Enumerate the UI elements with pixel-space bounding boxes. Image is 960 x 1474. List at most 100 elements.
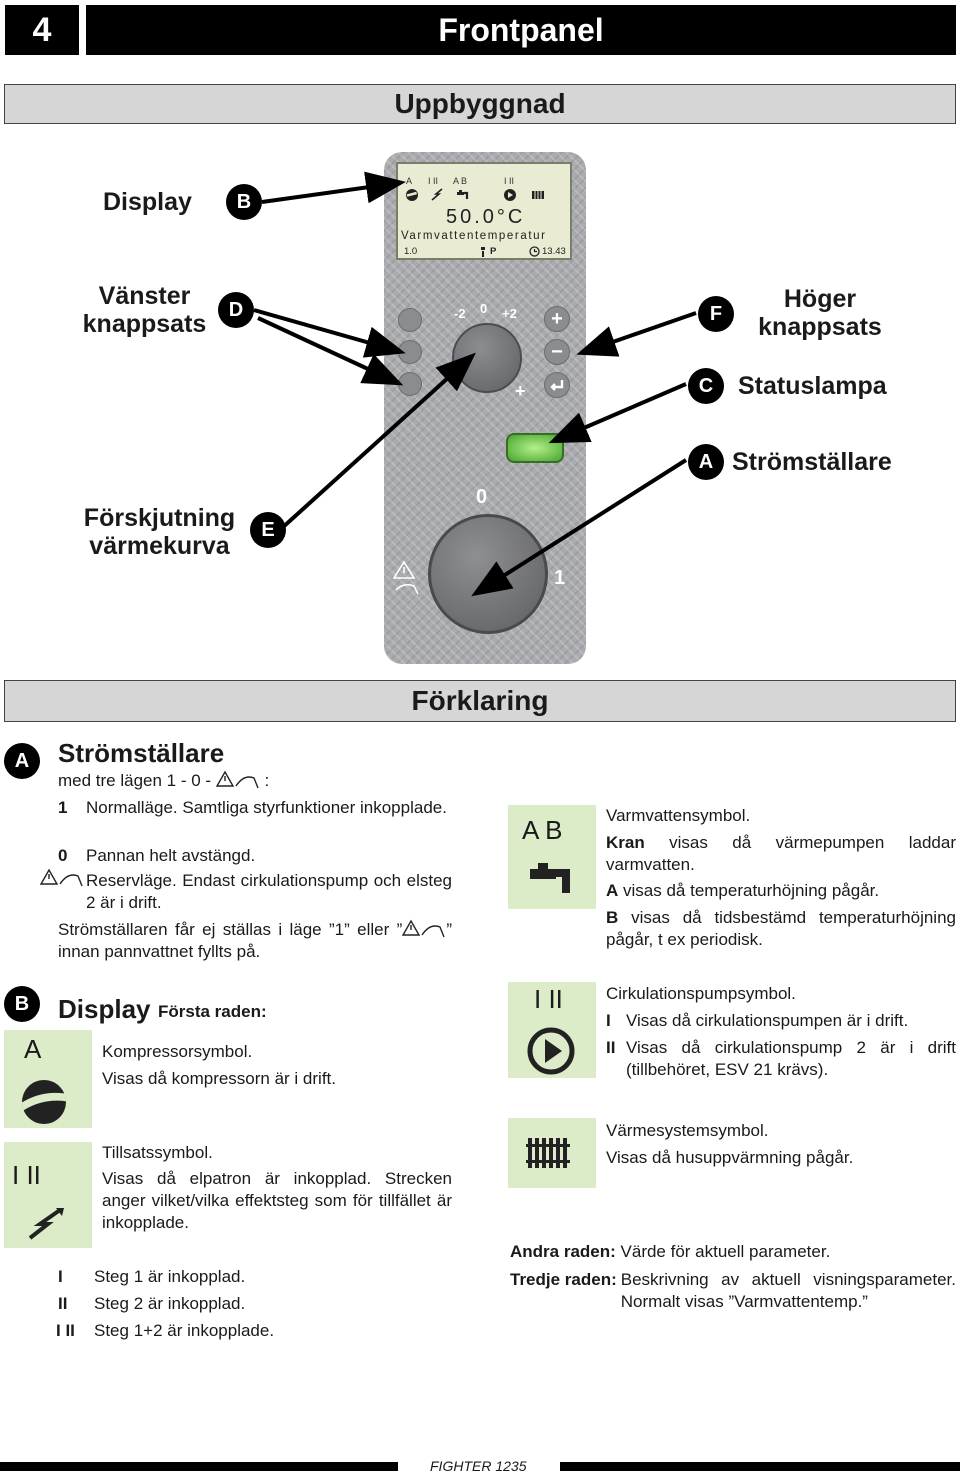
pump-icon	[504, 189, 516, 201]
hot-water-a: A visas då temperaturhöjning pågår.	[606, 881, 880, 900]
display-subtitle: Första raden:	[158, 1002, 267, 1021]
minus-button[interactable]: −	[544, 339, 570, 365]
small-knob-plus-label: +2	[502, 306, 517, 321]
addition-icon	[431, 188, 443, 201]
tap-icon	[457, 190, 469, 199]
chapter-title: Frontpanel	[86, 5, 956, 55]
switch-subtitle: med tre lägen 1 - 0 - :	[58, 770, 270, 790]
hot-water-symbol-label: A B	[522, 815, 563, 845]
hot-water-kran: Kran visas då värmepumpen laddar varmvat…	[606, 833, 956, 874]
lcd-label-a: A	[406, 176, 413, 186]
big-knob-zero-label: 0	[476, 486, 488, 508]
circulation-ii-key: II	[606, 1038, 616, 1057]
circulation-symbol-box: I II	[508, 982, 596, 1078]
section-title-build: Uppbyggnad	[4, 84, 956, 124]
step-text: Steg 1 är inkopplad.	[94, 1267, 246, 1286]
lcd-time: 13.43	[542, 246, 566, 257]
display-label: Display	[103, 188, 192, 216]
display-heading: Display	[58, 994, 151, 1024]
reserve-symbol-icon	[40, 868, 83, 887]
switch-item-text: Reservläge. Endast cirkulationspump och …	[86, 871, 452, 912]
circulation-i-text: Visas då cirkulationspumpen är i drift.	[626, 1011, 909, 1030]
reserve-symbol-icon	[402, 919, 445, 938]
addition-title: Tillsatssymbol.	[102, 1143, 213, 1162]
compressor-symbol-box: A	[4, 1030, 92, 1128]
circulation-title: Cirkulationspumpsymbol.	[606, 984, 796, 1003]
lcd-temperature: 50.0°C	[446, 206, 526, 228]
second-row-text: Andra raden: Värde för aktuell parameter…	[510, 1242, 831, 1261]
heating-title: Värmesystemsymbol.	[606, 1121, 769, 1140]
compressor-title: Kompressorsymbol.	[102, 1042, 253, 1061]
reserve-symbol-icon	[215, 770, 259, 789]
callout-d: D	[218, 292, 254, 328]
callout-b: B	[226, 184, 262, 220]
switch-item-text: Normalläge. Samtliga styrfunktioner inko…	[86, 798, 447, 817]
tap-icon	[530, 863, 570, 893]
step-key: II	[58, 1294, 68, 1313]
switch-heading: Strömställare	[58, 738, 225, 768]
compressor-symbol-label: A	[24, 1034, 42, 1064]
enter-button[interactable]	[544, 372, 570, 398]
lcd-param-number: 1.0	[404, 246, 418, 257]
addition-symbol-label: I II	[12, 1160, 41, 1190]
addition-icon	[28, 1208, 64, 1240]
circulation-symbol-label: I II	[534, 984, 563, 1014]
hot-water-symbol-box: A B	[508, 805, 596, 909]
heating-symbol-box	[508, 1118, 596, 1188]
hot-water-title: Varmvattensymbol.	[606, 806, 751, 825]
explain-a-marker: A	[4, 743, 40, 779]
lcd-label-i-ii: I II	[428, 176, 439, 186]
switch-item-key: 0	[58, 846, 68, 865]
switch-item-key: 1	[58, 798, 68, 817]
switch-note: Strömställaren får ej ställas i läge ”1”…	[58, 919, 452, 961]
lcd-label-ab: A B	[453, 176, 468, 186]
lcd-info-icon	[481, 247, 485, 257]
callout-a: A	[688, 444, 724, 480]
big-knob-one-label: 1	[554, 567, 566, 589]
display-screen: A I II A B I II 50.0°C Varmvattentempera…	[396, 162, 572, 260]
explain-b-marker: B	[4, 986, 40, 1022]
small-knob-bottom-plus: +	[515, 381, 526, 401]
footer-bar-left	[0, 1462, 398, 1471]
callout-e: E	[250, 512, 286, 548]
small-knob-zero-label: 0	[480, 301, 488, 316]
callout-arrows	[253, 171, 697, 597]
hot-water-b: B visas då tidsbestämd temperaturhöjning…	[606, 908, 956, 949]
compressor-icon	[406, 189, 418, 201]
lcd-symbol-row	[406, 188, 544, 201]
circulation-ii-text: Visas då cirkulationspump 2 är i drift (…	[626, 1038, 956, 1079]
step-key: I	[58, 1267, 63, 1286]
lcd-description: Varmvattentemperatur	[401, 230, 547, 242]
enter-icon	[550, 380, 564, 391]
main-switch-knob[interactable]	[428, 514, 548, 634]
addition-symbol-box: I II	[4, 1142, 92, 1248]
circulation-i-key: I	[606, 1011, 611, 1030]
lcd-label-i-ii-2: I II	[504, 176, 515, 186]
section-title-explain: Förklaring	[4, 680, 956, 722]
footer-model: FIGHTER 1235	[430, 1458, 527, 1474]
addition-text: Visas då elpatron är inkopplad. Strecken…	[102, 1169, 452, 1232]
clock-icon	[529, 246, 540, 257]
step-key: I II	[56, 1321, 75, 1340]
radiator-icon	[526, 1138, 570, 1168]
reserve-mode-icon	[392, 560, 419, 595]
pump-icon	[527, 1027, 575, 1075]
chapter-number: 4	[5, 5, 79, 55]
heating-text: Visas då husuppvärmning pågår.	[606, 1148, 854, 1167]
step-text: Steg 1+2 är inkopplade.	[94, 1321, 275, 1340]
small-knob-minus-label: -2	[454, 306, 466, 321]
compressor-icon	[21, 1080, 67, 1124]
third-row-text: Tredje raden: Beskrivning av aktuell vis…	[510, 1270, 956, 1311]
callout-f: F	[698, 296, 734, 332]
lcd-p-symbol: P	[490, 246, 497, 257]
status-lamp-label: Statuslampa	[738, 372, 887, 400]
callout-c: C	[688, 368, 724, 404]
step-text: Steg 2 är inkopplad.	[94, 1294, 246, 1313]
switch-item-text: Pannan helt avstängd.	[86, 846, 256, 865]
plus-button[interactable]: +	[544, 306, 570, 332]
radiator-icon	[532, 191, 544, 199]
switch-label: Strömställare	[732, 448, 892, 476]
